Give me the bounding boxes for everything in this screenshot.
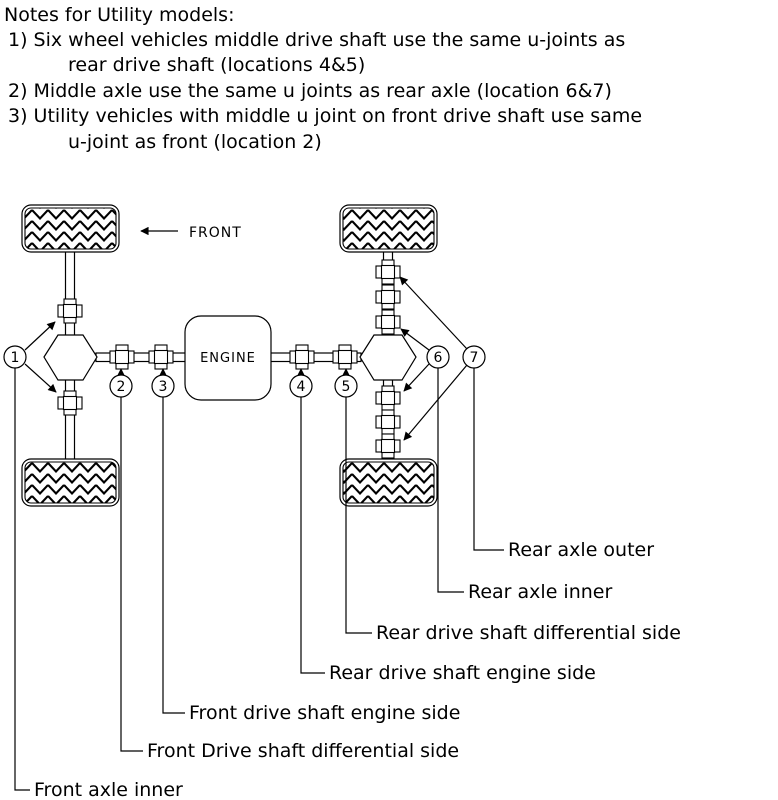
callout-3-number: 3 (159, 379, 168, 395)
front-label: FRONT (189, 225, 242, 241)
callout-2-circle (109, 374, 133, 398)
engine-label: ENGINE (200, 351, 256, 366)
u-joint-rear-lower-1 (375, 385, 401, 411)
callout-2-number: 2 (117, 379, 126, 395)
callout-3-circle (151, 374, 175, 398)
u-joint-rear-lower-3 (375, 433, 401, 459)
note-line-3-cont: u-joint as front (location 2) (68, 130, 322, 153)
callout-4-leader (300, 397, 325, 674)
callout-3: 3 Front drive shaft engine side (151, 368, 460, 724)
callout-1-label: Front axle inner (34, 779, 183, 800)
u-joint-rear-upper-3 (375, 309, 401, 335)
callout-7: 7 Rear axle outer (399, 276, 654, 561)
front-axle-upper-shaft (64, 249, 76, 338)
callout-5-number: 5 (342, 379, 351, 395)
notes-block: Notes for Utility models: 1) Six wheel v… (4, 3, 774, 155)
callout-7-circle (462, 345, 486, 369)
callout-2-leader (120, 397, 143, 752)
tire-front-right (339, 204, 438, 253)
callout-1-circle (3, 345, 27, 369)
callout-4-circle (289, 374, 313, 398)
note-line-3: 3) Utility vehicles with middle u joint … (8, 105, 643, 128)
note-line-2: 2) Middle axle use the same u joints as … (8, 79, 612, 102)
u-joint-rear-upper-1 (375, 259, 401, 285)
callout-5-leader (345, 397, 372, 634)
callout-7-number: 7 (470, 350, 479, 366)
callout-2: 2 Front Drive shaft differential side (109, 368, 459, 762)
notes-title: Notes for Utility models: (4, 4, 235, 26)
callout-6-circle (426, 345, 450, 369)
callout-2-label: Front Drive shaft differential side (147, 740, 459, 762)
tire-rear-left (21, 458, 120, 507)
callout-6-arrow-down (403, 363, 430, 392)
callout-1: 1 Front axle inner (3, 321, 183, 800)
callout-1-arrow-down (24, 363, 57, 393)
front-differential (43, 334, 98, 381)
callout-7-arrow-down (403, 364, 468, 441)
callout-5-circle (334, 374, 358, 398)
callout-4-label: Rear drive shaft engine side (329, 662, 596, 684)
callout-7-arrow-up (399, 276, 468, 350)
callout-6: 6 Rear axle inner (400, 328, 612, 603)
front-direction: FRONT (140, 225, 242, 241)
u-joint-rear-shaft-engine-side (289, 344, 315, 370)
callout-5: 5 Rear drive shaft differential side (334, 368, 681, 644)
callout-5-label: Rear drive shaft differential side (376, 622, 681, 644)
callout-3-leader (162, 397, 185, 714)
callout-6-leader (437, 368, 464, 593)
u-joint-rear-lower-2 (375, 409, 401, 435)
note-line-1-cont: rear drive shaft (locations 4&5) (68, 54, 366, 77)
callout-6-number: 6 (434, 350, 443, 366)
callout-1-arrow-up (24, 321, 56, 351)
u-joint-front-shaft-diff-side (109, 344, 135, 370)
callout-1-number: 1 (11, 350, 20, 366)
callout-6-label: Rear axle inner (468, 581, 612, 603)
note-line-1: 1) Six wheel vehicles middle drive shaft… (8, 29, 626, 51)
u-joint-front-axle-lower (57, 390, 83, 416)
u-joint-rear-upper-2 (375, 284, 401, 310)
callout-6-arrow-up (400, 328, 430, 351)
callout-3-label: Front drive shaft engine side (189, 702, 460, 724)
u-joint-rear-shaft-diff-side (332, 344, 358, 370)
tire-rear-right (339, 458, 438, 507)
tire-front-left (21, 204, 120, 253)
rear-differential (359, 334, 417, 381)
u-joint-front-axle-upper (57, 298, 83, 324)
callout-4-number: 4 (297, 379, 306, 395)
u-joint-front-shaft-engine-side (148, 344, 174, 370)
callout-4: 4 Rear drive shaft engine side (289, 368, 596, 684)
engine-box: ENGINE (184, 315, 272, 401)
callout-1-leader (14, 368, 30, 791)
tires (21, 204, 438, 507)
callout-7-label: Rear axle outer (508, 539, 654, 561)
callout-7-leader (473, 368, 504, 551)
